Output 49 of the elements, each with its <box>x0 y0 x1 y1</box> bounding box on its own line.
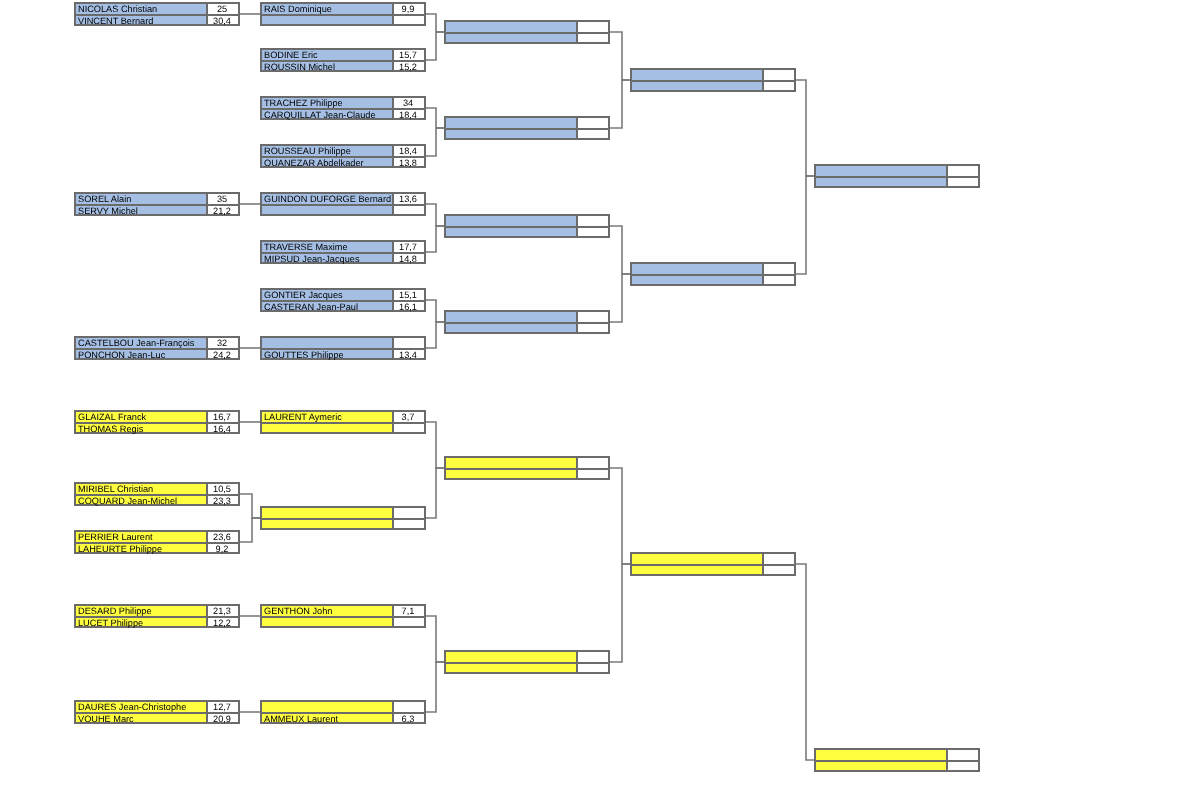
bracket-line <box>239 203 261 205</box>
bracket-slot <box>260 2 426 26</box>
bracket-line <box>795 175 815 275</box>
bracket-slot <box>814 748 980 772</box>
bracket-slot <box>74 2 240 26</box>
bracket-slot <box>260 506 426 530</box>
bracket-slot <box>74 192 240 216</box>
bracket-slot <box>260 144 426 168</box>
bracket-line <box>425 467 445 519</box>
bracket-slot <box>260 288 426 312</box>
bracket-slot <box>260 410 426 434</box>
bracket-line <box>609 273 631 323</box>
bracket-slot <box>444 116 610 140</box>
bracket-slot <box>74 410 240 434</box>
bracket-slot <box>74 604 240 628</box>
bracket-slot <box>814 164 980 188</box>
bracket-line <box>609 79 631 129</box>
bracket-line <box>239 711 261 713</box>
bracket-slot <box>74 530 240 554</box>
bracket-slot <box>630 552 796 576</box>
bracket-slot <box>630 68 796 92</box>
bracket-slot <box>260 240 426 264</box>
bracket-slot <box>260 336 426 360</box>
bracket-line <box>239 421 261 423</box>
bracket-line <box>425 31 445 61</box>
bracket-slot <box>260 604 426 628</box>
bracket-line <box>795 563 815 761</box>
bracket-slot <box>444 310 610 334</box>
bracket-line <box>609 563 631 663</box>
bracket-line <box>425 225 445 253</box>
bracket-slot <box>444 214 610 238</box>
bracket-line <box>239 13 261 15</box>
bracket-slot <box>260 700 426 724</box>
bracket-slot <box>630 262 796 286</box>
bracket-slot <box>74 336 240 360</box>
bracket-slot <box>74 482 240 506</box>
bracket-line <box>239 517 261 543</box>
bracket-line <box>239 347 261 349</box>
bracket-slot <box>74 700 240 724</box>
bracket-line <box>425 127 445 157</box>
bracket-slot <box>444 456 610 480</box>
bracket-line <box>239 615 261 617</box>
bracket-line <box>425 321 445 349</box>
bracket-slot <box>260 48 426 72</box>
bracket-slot <box>260 192 426 216</box>
bracket-line <box>425 661 445 713</box>
bracket-slot <box>260 96 426 120</box>
bracket-slot <box>444 20 610 44</box>
bracket-slot <box>444 650 610 674</box>
